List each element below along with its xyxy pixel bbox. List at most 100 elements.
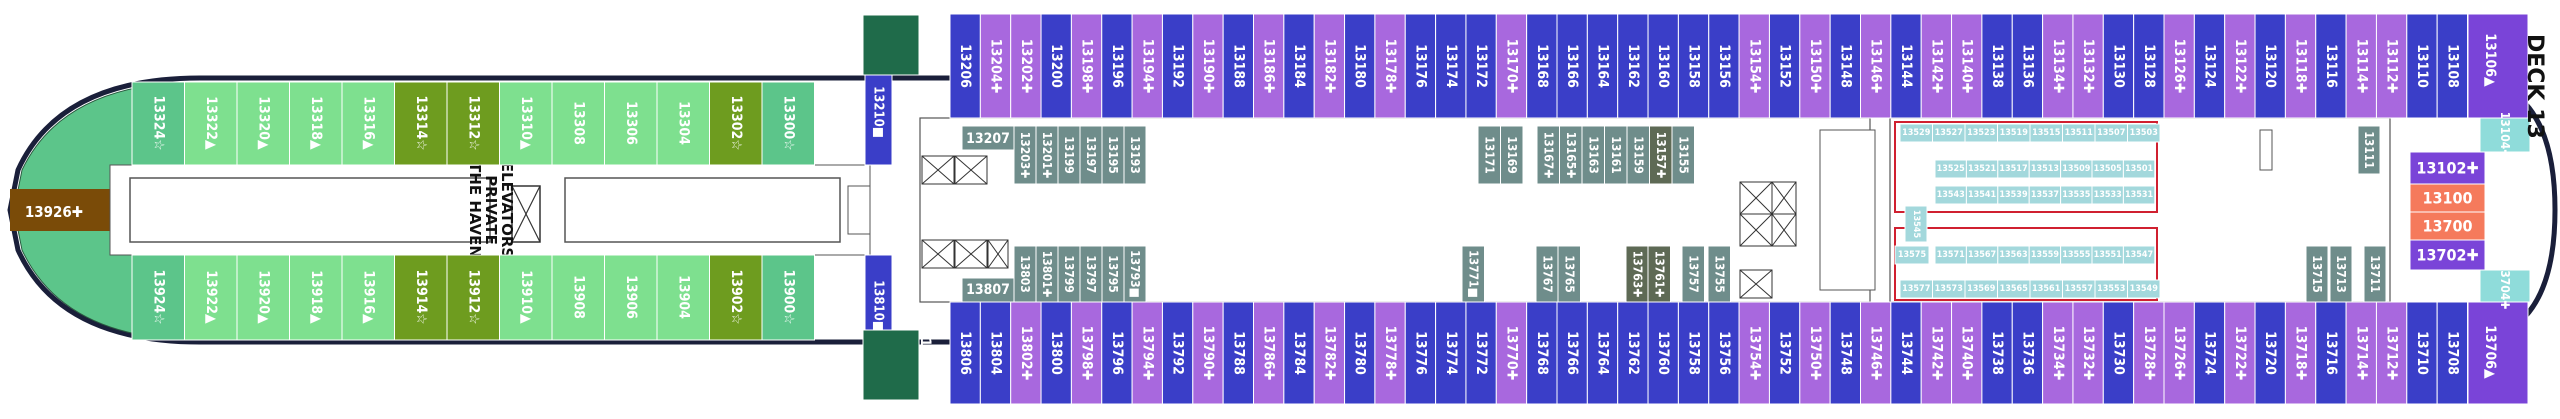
top-row-cabin[interactable] (2375, 13, 2408, 119)
bottom-row-cabin[interactable] (1192, 301, 1224, 405)
bottom-row-cabin[interactable] (2011, 301, 2044, 405)
bottom-row-cabin[interactable] (2193, 301, 2226, 405)
bottom-row-cabin[interactable] (2224, 301, 2256, 405)
top-row-cabin[interactable] (2133, 13, 2165, 119)
bottom-row-cabin[interactable] (2133, 301, 2165, 405)
bottom-row-cabin[interactable] (2315, 301, 2347, 405)
bottom-row-cabin[interactable] (1465, 301, 1497, 405)
haven-top-cabin[interactable] (656, 81, 710, 166)
bottom-row-cabin[interactable] (1313, 301, 1346, 405)
bottom-row-cabin[interactable] (1556, 301, 1588, 405)
top-row-cabin[interactable] (1131, 13, 1163, 119)
bottom-row-cabin[interactable] (1890, 301, 1922, 405)
inner-bottom-cabin[interactable] (1123, 245, 1147, 303)
top-row-cabin[interactable] (2042, 13, 2074, 119)
aft-inner-top-cabin[interactable] (2357, 125, 2381, 175)
studio-bot1[interactable] (2122, 245, 2156, 265)
aft-top-cabin[interactable] (2467, 13, 2529, 119)
top-row-cabin[interactable] (1677, 13, 1710, 119)
studio-top2[interactable] (2122, 159, 2156, 179)
bottom-row-cabin[interactable] (1040, 301, 1072, 405)
haven-end-top-cabin[interactable] (864, 61, 893, 166)
top-row-cabin[interactable] (979, 13, 1012, 119)
haven-bottom-cabin[interactable] (761, 254, 815, 341)
aft-inner-bottom-cabin[interactable] (2305, 245, 2329, 303)
inner-bottom-b-cabin[interactable] (1707, 245, 1731, 303)
aft-right-cabin[interactable] (2479, 117, 2531, 153)
aft-right-cabin[interactable] (2409, 239, 2486, 271)
top-row-cabin[interactable] (1161, 13, 1194, 119)
bottom-row-cabin[interactable] (1920, 301, 1953, 405)
bottom-row-cabin[interactable] (1860, 301, 1892, 405)
haven-bottom-cabin[interactable] (394, 254, 448, 341)
corner-bottom-cabin[interactable] (862, 329, 920, 401)
haven-top-cabin[interactable] (131, 81, 185, 166)
haven-bottom-cabin[interactable] (446, 254, 500, 341)
top-row-cabin[interactable] (2102, 13, 2135, 119)
top-row-cabin[interactable] (1283, 13, 1315, 119)
inner-top-cabin[interactable] (1123, 125, 1147, 185)
top-row-cabin[interactable] (1799, 13, 1831, 119)
inner-bottom-b-cabin[interactable] (1681, 245, 1705, 303)
top-row-cabin[interactable] (1010, 13, 1042, 119)
aft-right-cabin[interactable] (2409, 151, 2486, 185)
inner-top-b-cabin[interactable] (1671, 125, 1695, 185)
bottom-row-cabin[interactable] (1253, 301, 1285, 405)
top-row-cabin[interactable] (2315, 13, 2347, 119)
top-row-cabin[interactable] (1829, 13, 1862, 119)
haven-bottom-cabin[interactable] (184, 254, 238, 341)
bow-cabin[interactable] (10, 189, 110, 231)
top-row-cabin[interactable] (2011, 13, 2044, 119)
studio-top3[interactable] (2122, 185, 2156, 205)
haven-top-cabin[interactable] (709, 81, 763, 166)
bottom-row-cabin[interactable] (2102, 301, 2135, 405)
top-row-cabin[interactable] (1222, 13, 1255, 119)
bottom-row-cabin[interactable] (1586, 301, 1619, 405)
bottom-row-cabin[interactable] (1404, 301, 1437, 405)
bottom-row-cabin[interactable] (979, 301, 1012, 405)
top-row-cabin[interactable] (1313, 13, 1346, 119)
studio-bot2[interactable] (2127, 279, 2161, 299)
top-row-cabin[interactable] (2163, 13, 2195, 119)
bottom-row-cabin[interactable] (2284, 301, 2317, 405)
top-row-cabin[interactable] (1768, 13, 1801, 119)
inner-top-b-cabin[interactable] (1500, 125, 1524, 185)
top-row-cabin[interactable] (1920, 13, 1953, 119)
top-row-cabin[interactable] (1981, 13, 2013, 119)
haven-bottom-cabin[interactable] (709, 254, 763, 341)
aft-right-cabin[interactable] (2409, 183, 2486, 213)
studio-side-b[interactable] (1894, 245, 1930, 265)
top-row-cabin[interactable] (1708, 13, 1740, 119)
top-row-cabin[interactable] (2345, 13, 2377, 119)
top-row-cabin[interactable] (1404, 13, 1437, 119)
top-row-cabin[interactable] (1586, 13, 1619, 119)
bottom-row-cabin[interactable] (1677, 301, 1710, 405)
haven-top-cabin[interactable] (236, 81, 290, 166)
haven-top-cabin[interactable] (761, 81, 815, 166)
top-row-cabin[interactable] (2224, 13, 2256, 119)
top-row-cabin[interactable] (1101, 13, 1133, 119)
haven-top-cabin[interactable] (341, 81, 395, 166)
bottom-row-cabin[interactable] (1526, 301, 1558, 405)
haven-top-cabin[interactable] (446, 81, 500, 166)
haven-bottom-cabin[interactable] (604, 254, 658, 341)
bottom-row-cabin[interactable] (949, 301, 981, 405)
haven-top-cabin[interactable] (289, 81, 343, 166)
top-row-cabin[interactable] (1526, 13, 1558, 119)
haven-bottom-cabin[interactable] (341, 254, 395, 341)
aft-inner-bottom-cabin[interactable] (2329, 245, 2353, 303)
bottom-row-cabin[interactable] (1283, 301, 1315, 405)
aft-bottom-cabin[interactable] (2467, 301, 2529, 405)
inner-bottom-b-cabin[interactable] (1461, 245, 1485, 303)
bottom-row-cabin[interactable] (1617, 301, 1649, 405)
haven-top-cabin[interactable] (551, 81, 605, 166)
bottom-row-cabin[interactable] (1708, 301, 1740, 405)
top-row-cabin[interactable] (1435, 13, 1467, 119)
inner-bottom-b-cabin[interactable] (1557, 245, 1581, 303)
studio-side-a[interactable] (1904, 205, 1928, 243)
top-row-cabin[interactable] (1070, 13, 1103, 119)
studio-top1[interactable] (2127, 123, 2161, 143)
top-row-cabin[interactable] (1040, 13, 1072, 119)
top-row-cabin[interactable] (1192, 13, 1224, 119)
top-row-cabin[interactable] (1374, 13, 1406, 119)
